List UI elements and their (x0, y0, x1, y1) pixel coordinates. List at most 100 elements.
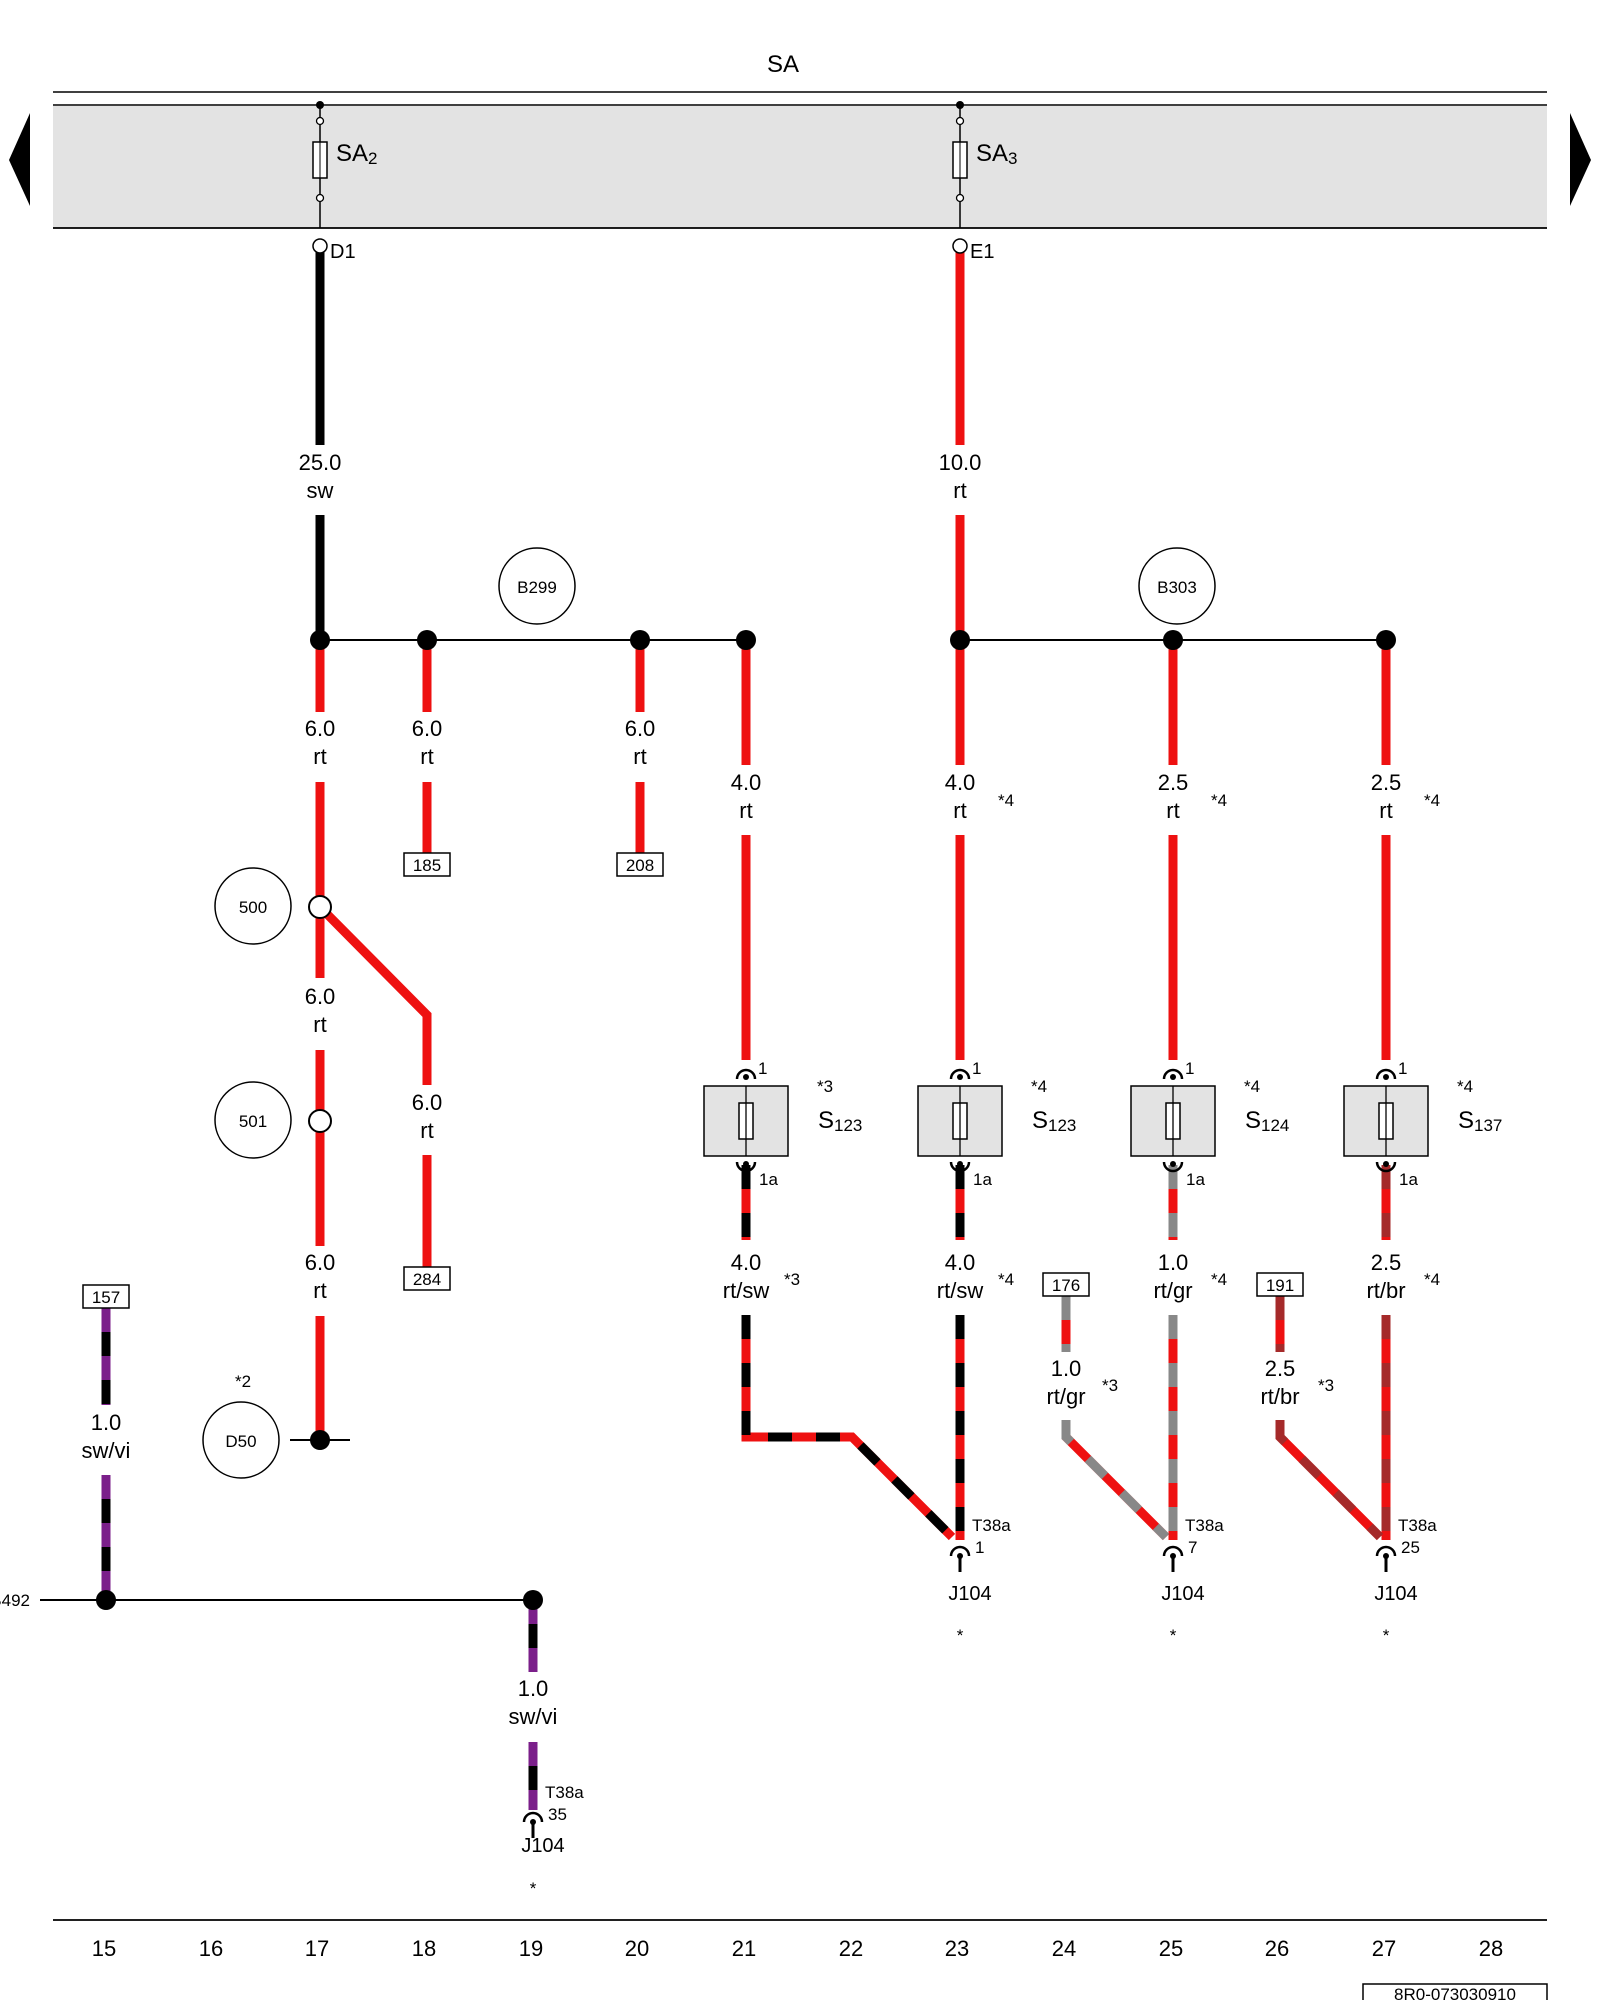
wire-label-25b: 1.0 rt/gr *4 (1153, 1250, 1227, 1303)
splice-node-25 (1163, 630, 1183, 650)
splice-label-b303: B303 (1138, 547, 1216, 625)
svg-text:2.5: 2.5 (1371, 1250, 1402, 1275)
column-number: 18 (412, 1936, 436, 1961)
splice-node-15 (96, 1590, 116, 1610)
fuse-sa2: SA2 (312, 101, 377, 228)
svg-text:T38a: T38a (1185, 1516, 1224, 1535)
next-page-arrow-icon[interactable] (1570, 113, 1591, 206)
diagram-title: SA (767, 51, 799, 78)
svg-text:S137: S137 (1458, 1107, 1502, 1135)
svg-text:7: 7 (1188, 1538, 1197, 1557)
svg-text:6.0: 6.0 (305, 1250, 336, 1275)
fuse-carrier-panel (53, 106, 1547, 228)
ground-label-d50: D50 (202, 1401, 280, 1479)
ground-note-d50: *2 (235, 1372, 251, 1391)
wire-21-rt-sw (741, 1165, 956, 1541)
wire-label-25: 2.5 rt *4 (1158, 770, 1227, 823)
svg-text:1: 1 (1398, 1059, 1407, 1078)
svg-text:D50: D50 (225, 1432, 256, 1451)
svg-text:J104: J104 (521, 1835, 564, 1857)
column-number: 25 (1159, 1936, 1183, 1961)
terminal-e1-label: E1 (970, 241, 994, 263)
column-numbers: 15 16 17 18 19 20 21 22 23 24 25 26 27 2… (92, 1936, 1503, 1961)
svg-text:*: * (1383, 1626, 1390, 1645)
svg-text:rt/gr: rt/gr (1046, 1384, 1085, 1409)
column-number: 22 (839, 1936, 863, 1961)
svg-text:1.0: 1.0 (1158, 1250, 1189, 1275)
connection-point-501 (308, 1109, 332, 1133)
splice-node-19 (523, 1590, 543, 1610)
wire-label-24: 1.0 rt/gr *3 (1046, 1356, 1118, 1409)
fuse-s123-a: 1 1a *3 S123 (703, 1059, 862, 1189)
connector-j104-pin7: T38a 7 J104 * (1161, 1516, 1224, 1645)
svg-text:176: 176 (1052, 1276, 1080, 1295)
svg-text:rt: rt (739, 798, 752, 823)
svg-text:208: 208 (626, 856, 654, 875)
svg-text:rt/gr: rt/gr (1153, 1278, 1192, 1303)
bus-b492-label: B492 (0, 1591, 30, 1610)
svg-text:B303: B303 (1157, 578, 1197, 597)
svg-text:*3: *3 (1102, 1376, 1118, 1395)
svg-text:8R0-073030910: 8R0-073030910 (1394, 1985, 1516, 2000)
connector-j104-pin25: T38a 25 J104 * (1374, 1516, 1437, 1645)
svg-text:J104: J104 (1374, 1583, 1417, 1605)
svg-text:1.0: 1.0 (1051, 1356, 1082, 1381)
svg-text:sw/vi: sw/vi (82, 1438, 131, 1463)
terminal-d1-label: D1 (330, 241, 356, 263)
svg-text:157: 157 (92, 1288, 120, 1307)
svg-text:rt: rt (313, 1012, 326, 1037)
svg-text:*4: *4 (1457, 1077, 1473, 1096)
svg-text:*4: *4 (1031, 1077, 1047, 1096)
svg-text:SA3: SA3 (976, 140, 1017, 168)
svg-text:1: 1 (975, 1538, 984, 1557)
svg-text:4.0: 4.0 (945, 1250, 976, 1275)
svg-text:rt: rt (633, 744, 646, 769)
previous-page-arrow-icon[interactable] (9, 113, 30, 206)
wire-label-17c: 6.0 rt (305, 1250, 336, 1303)
svg-text:rt: rt (1166, 798, 1179, 823)
svg-text:284: 284 (413, 1270, 441, 1289)
ref-box-284: 284 (403, 1266, 451, 1291)
wire-label-18: 6.0 rt (412, 716, 443, 769)
column-number: 16 (199, 1936, 223, 1961)
svg-text:*: * (530, 1879, 537, 1898)
wire-label-20: 6.0 rt (625, 716, 656, 769)
svg-text:rt: rt (953, 478, 966, 503)
fuse-sa2-label: SA (336, 140, 368, 167)
svg-text:191: 191 (1266, 1276, 1294, 1295)
fuse-sa2-number: 2 (368, 149, 377, 168)
column-number: 17 (305, 1936, 329, 1961)
svg-text:2.5: 2.5 (1265, 1356, 1296, 1381)
svg-text:sw: sw (307, 478, 334, 503)
svg-text:SA2: SA2 (336, 140, 377, 168)
svg-text:1: 1 (972, 1059, 981, 1078)
splice-node-23 (950, 630, 970, 650)
svg-text:rt: rt (953, 798, 966, 823)
wire-26-rt-br (1275, 1296, 1384, 1541)
svg-text:2.5: 2.5 (1371, 770, 1402, 795)
svg-text:rt/sw: rt/sw (937, 1278, 984, 1303)
svg-text:10.0: 10.0 (939, 450, 982, 475)
svg-text:1a: 1a (759, 1170, 778, 1189)
svg-text:185: 185 (413, 856, 441, 875)
svg-text:sw/vi: sw/vi (509, 1704, 558, 1729)
svg-text:*3: *3 (1318, 1376, 1334, 1395)
svg-text:*4: *4 (1424, 1270, 1440, 1289)
fuse-s124: 1 1a *4 S124 (1130, 1059, 1289, 1189)
svg-text:*4: *4 (1424, 791, 1440, 810)
svg-text:*4: *4 (998, 791, 1014, 810)
fuse-s123-b: 1 1a *4 S123 (917, 1059, 1076, 1189)
wire-label-21: 4.0 rt (731, 770, 762, 823)
connection-point-500 (308, 895, 332, 919)
terminal-e1 (952, 238, 968, 254)
column-number: 26 (1265, 1936, 1289, 1961)
wire-500-to-18 (316, 903, 432, 1085)
ref-box-185: 185 (403, 852, 451, 877)
svg-text:S123: S123 (818, 1107, 862, 1135)
svg-text:*3: *3 (817, 1077, 833, 1096)
wire-label-17a: 6.0 rt (305, 716, 336, 769)
ref-box-157: 157 (82, 1284, 130, 1309)
connection-label-500: 500 (214, 867, 292, 945)
wire-label-17b: 6.0 rt (305, 984, 336, 1037)
svg-text:6.0: 6.0 (412, 716, 443, 741)
